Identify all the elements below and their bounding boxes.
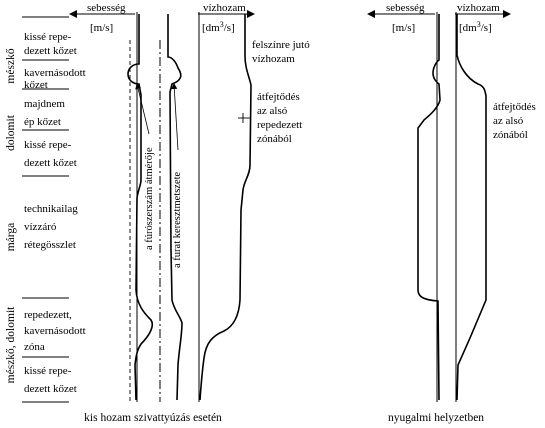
- left-flow-unit: [dm3/s]: [202, 20, 235, 34]
- left-flow-header: vízhozam: [203, 2, 246, 14]
- layer-description: repedezett, kavernásodott zóna: [24, 309, 88, 353]
- hole-section-pointer: [171, 83, 179, 151]
- left-speed-header: sebesség: [87, 2, 126, 14]
- crossflow-label: átfejtődés az alsó repedezett zónából: [257, 91, 305, 145]
- layer-description: majdnem ép kőzet: [24, 98, 68, 128]
- left-caption: kis hozam szivattyúzás esetén: [84, 412, 222, 424]
- right-flow-unit: [dm3/s]: [459, 20, 492, 34]
- layer-description: kissé repe- dezett kőzet: [24, 365, 77, 395]
- layer-description: technikailag vízzáró rétegösszlet: [24, 203, 81, 251]
- right-crossflow-label: átfejtődés az alsó zónából: [493, 101, 539, 141]
- layer-description: kissé repe- dezett kőzet: [24, 31, 77, 57]
- formation-label-limestone: mészkő: [5, 48, 17, 83]
- right-speed-header: sebesség: [386, 2, 425, 14]
- right-flow-header: vízhozam: [457, 2, 500, 14]
- surface-flow-label: felszínre jutó vízhozam: [252, 39, 312, 65]
- formation-label-dolomite: dolomit: [5, 114, 17, 151]
- left-speed-unit: [m/s]: [90, 22, 113, 34]
- right-speed-unit: [m/s]: [392, 22, 415, 34]
- tool-diameter-pointer: [135, 83, 150, 135]
- right-velocity-curve: [417, 14, 441, 401]
- left-velocity-curve: [127, 14, 154, 401]
- right-caption: nyugalmi helyzetben: [388, 412, 484, 424]
- layer-description: kissé repe- dezett kőzet: [24, 139, 77, 169]
- right-flow-curve: [456, 14, 487, 401]
- formation-label-limestone-dolomite: mészkő, dolomit: [5, 306, 17, 383]
- layer-separators: [22, 16, 69, 403]
- hole-section-label: a furat keresztmetszete: [172, 171, 183, 268]
- left-panel: sebesség vízhozam [m/s] [dm3/s]: [5, 2, 312, 424]
- tool-diameter-label: a fúrószerszám átmérője: [144, 147, 155, 250]
- left-hole-wall-curve: [167, 14, 183, 401]
- layer-description: kavernásodott kőzet: [24, 67, 88, 91]
- left-flow-curve: [199, 14, 252, 401]
- right-panel: sebesség vízhozam [m/s] [dm3/s] átfejtőd…: [367, 2, 539, 424]
- crossflow-bracket: [238, 113, 250, 123]
- formation-label-marl: márga: [5, 223, 17, 252]
